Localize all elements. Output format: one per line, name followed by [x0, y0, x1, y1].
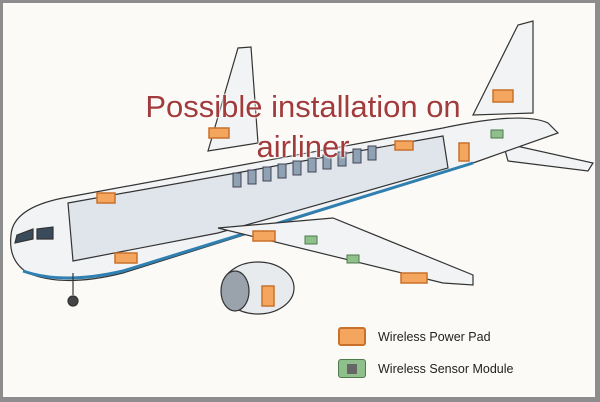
orange-pad-icon [338, 327, 366, 346]
power-pad [114, 252, 138, 264]
airliner-cutaway-illustration [10, 20, 594, 315]
legend-item-sensor-module: Wireless Sensor Module [338, 359, 513, 378]
green-module-icon [338, 359, 366, 378]
legend-label: Wireless Power Pad [378, 329, 491, 344]
vertical-tail [472, 20, 534, 116]
title-line-2: airliner [256, 129, 350, 164]
power-pad [252, 230, 276, 242]
legend-item-power-pad: Wireless Power Pad [338, 327, 491, 346]
sensor-module [304, 235, 318, 245]
horizontal-stabilizer [502, 142, 594, 172]
cabin-cutaway [67, 135, 449, 262]
sensor-module [490, 129, 504, 139]
power-pad [492, 89, 514, 103]
power-pad [400, 272, 428, 284]
title-line-1: Possible installation on [145, 89, 461, 124]
power-pad [394, 140, 414, 151]
power-pad [261, 285, 275, 307]
illustration-frame: Possible installation on airliner Wirele… [3, 3, 595, 397]
power-pad [96, 192, 116, 204]
upper-wing [207, 46, 259, 152]
power-pad [458, 142, 470, 162]
power-pad [208, 127, 230, 139]
sensor-module [346, 254, 360, 264]
legend-label: Wireless Sensor Module [378, 361, 514, 376]
